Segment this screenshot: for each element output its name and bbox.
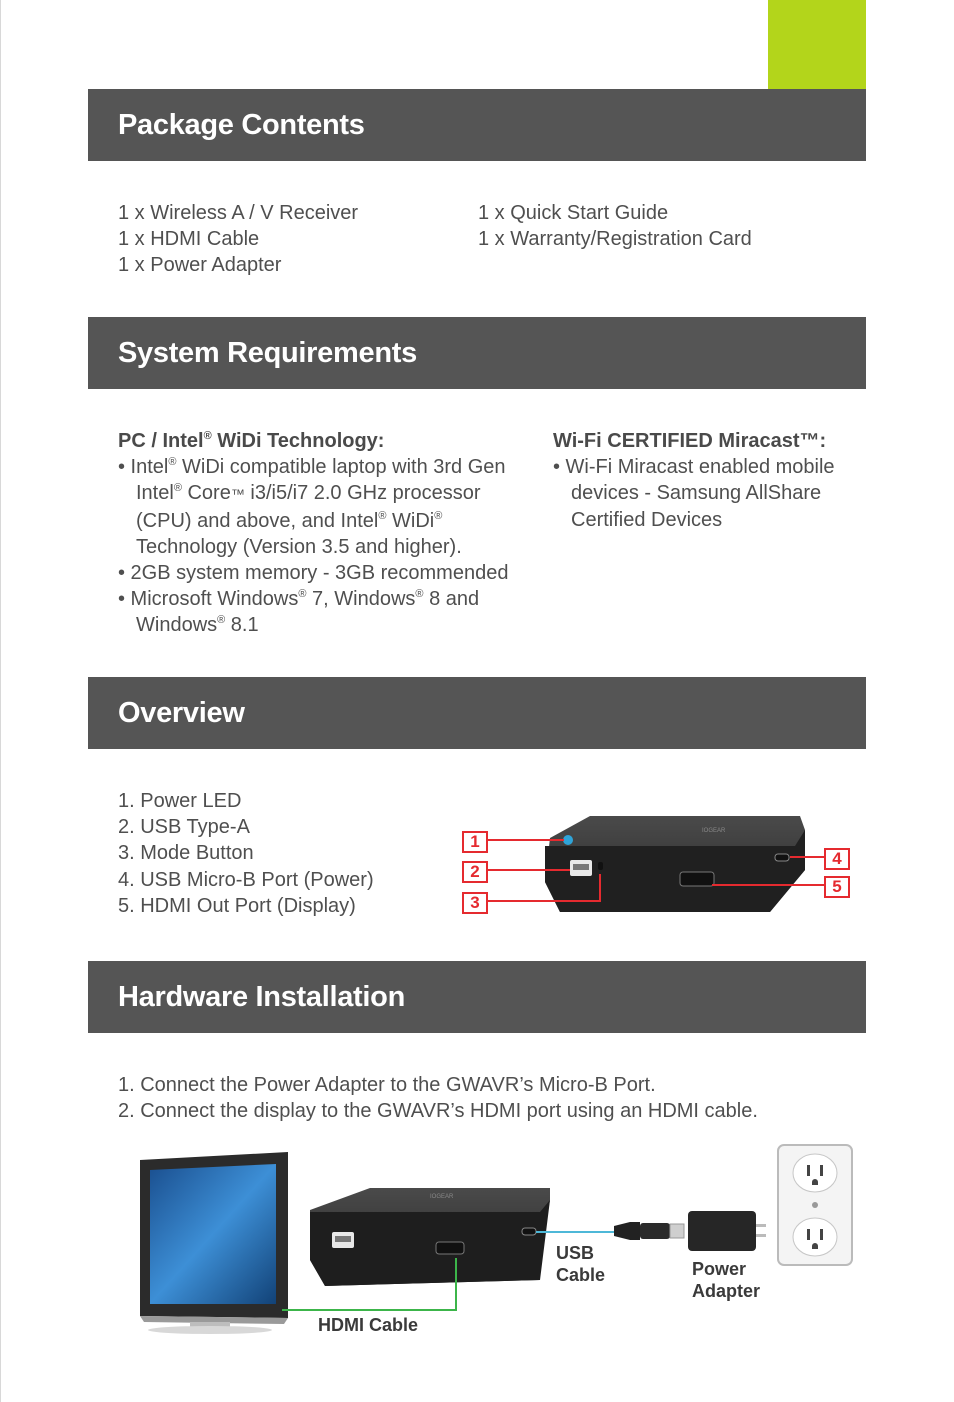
section-header-package-contents: Package Contents [88, 89, 866, 161]
installation-diagram: IOGEAR [140, 1144, 853, 1334]
installation-step: 1. Connect the Power Adapter to the GWAV… [118, 1074, 656, 1096]
receiver-device-illustration: IOGEAR [468, 816, 824, 912]
overview-item: 3. Mode Button [118, 842, 254, 865]
requirement-line: • 2GB system memory - 3GB recommended [118, 562, 509, 585]
requirement-line: (CPU) and above, and Intel® WiDi® [136, 509, 443, 532]
page-edge [0, 0, 1, 1402]
receiver-device-installed: IOGEAR [310, 1188, 550, 1286]
miracast-requirements: Wi-Fi CERTIFIED Miracast™: • Wi-Fi Mirac… [553, 428, 863, 533]
section-header-system-requirements: System Requirements [88, 317, 866, 389]
hdmi-cable-label: HDMI Cable [318, 1315, 419, 1335]
installation-step: 2. Connect the display to the GWAVR’s HD… [118, 1100, 758, 1123]
package-item: 1 x Quick Start Guide [478, 202, 669, 224]
power-adapter-illustration [688, 1211, 766, 1251]
overview-item: 5. HDMI Out Port (Display) [118, 894, 356, 917]
package-list-left: 1 x Wireless A / V Receiver 1 x HDMI Cab… [118, 200, 358, 279]
requirement-line: Windows® 8.1 [136, 614, 259, 637]
overview-item: 4. USB Micro-B Port (Power) [118, 868, 374, 891]
requirement-line: Technology (Version 3.5 and higher). [136, 535, 462, 558]
tv-display-illustration [140, 1152, 288, 1334]
requirement-line: • Intel® WiDi compatible laptop with 3rd… [118, 456, 506, 479]
overview-item: 1. Power LED [118, 790, 242, 812]
overview-list: 1. Power LED 2. USB Type-A 3. Mode Butto… [118, 788, 374, 919]
svg-text:IOGEAR: IOGEAR [702, 828, 726, 834]
package-item: 1 x Warranty/Registration Card [478, 228, 752, 251]
requirement-line: Intel® Core™ i3/i5/i7 2.0 GHz processor [136, 482, 481, 505]
requirement-line: Certified Devices [571, 508, 723, 531]
usb-cable-plug [614, 1222, 685, 1240]
pc-requirements: PC / Intel® WiDi Technology: • Intel® Wi… [118, 428, 548, 639]
callout-2-usb-type-a: 2 [462, 861, 488, 883]
requirement-line: • Wi-Fi Miracast enabled mobile [553, 456, 835, 479]
requirement-line: • Microsoft Windows® 7, Windows® 8 and [118, 588, 480, 611]
wall-outlet-illustration [777, 1144, 853, 1266]
requirement-line: devices - Samsung AllShare [571, 482, 822, 505]
miracast-heading: Wi-Fi CERTIFIED Miracast™: [553, 430, 827, 452]
svg-text:IOGEAR: IOGEAR [430, 1194, 454, 1200]
callout-4-micro-b-port: 4 [824, 848, 850, 870]
package-item: 1 x HDMI Cable [118, 228, 260, 251]
section-header-hardware-installation: Hardware Installation [88, 961, 866, 1033]
installation-steps: 1. Connect the Power Adapter to the GWAV… [118, 1072, 758, 1124]
pc-requirements-heading: PC / Intel® WiDi Technology: [118, 430, 385, 452]
package-item: 1 x Wireless A / V Receiver [118, 202, 359, 224]
callout-3-mode-button: 3 [462, 892, 488, 914]
section-header-overview: Overview [88, 677, 866, 749]
package-item: 1 x Power Adapter [118, 254, 282, 277]
overview-item: 2. USB Type-A [118, 816, 250, 839]
callout-5-hdmi-port: 5 [824, 876, 850, 898]
callout-1-power-led: 1 [462, 831, 488, 853]
package-list-right: 1 x Quick Start Guide 1 x Warranty/Regis… [478, 200, 752, 252]
